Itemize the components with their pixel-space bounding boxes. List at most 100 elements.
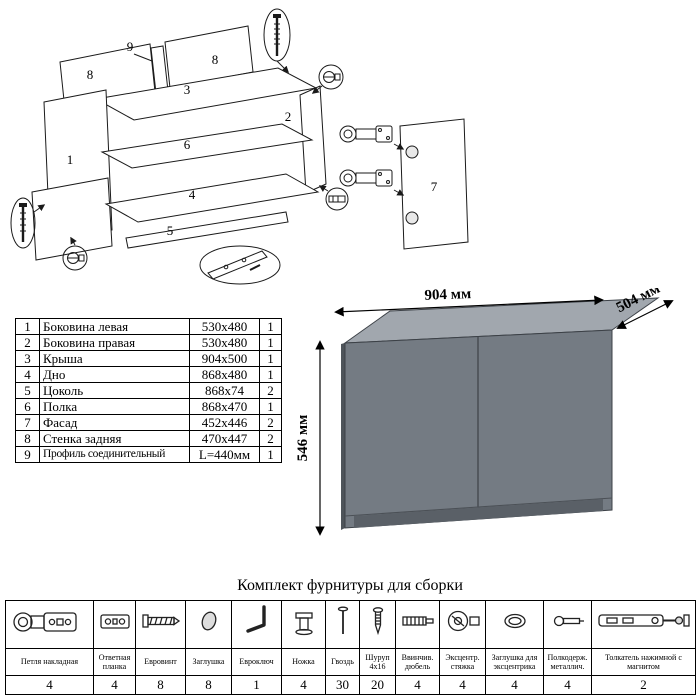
hardware-label: Полкодерж. металлич. xyxy=(543,648,592,676)
nail-icon xyxy=(337,606,348,634)
part-name-cell: Фасад xyxy=(39,414,190,431)
part-label-5: 5 xyxy=(167,223,174,238)
dowel-icon-cell xyxy=(395,600,440,649)
shelf-support-icon-cell xyxy=(543,600,592,649)
hardware-qty: 1 xyxy=(231,675,282,695)
shelf-support-icon xyxy=(553,615,584,627)
push-latch-icon xyxy=(597,614,690,627)
part-name-cell: Полка xyxy=(39,398,190,415)
part-number-cell: 7 xyxy=(15,414,40,431)
strike-plate-icon-cell xyxy=(93,600,136,649)
strike-plate-icon xyxy=(100,614,130,629)
callout-euro-screw-top xyxy=(263,8,291,73)
hex-key-icon-cell xyxy=(231,600,282,649)
part-number-cell: 2 xyxy=(15,334,40,351)
part-size-cell: 868x480 xyxy=(189,366,260,383)
parts-row: 4 Дно 868x480 1 xyxy=(15,366,282,383)
cam-lock-icon xyxy=(447,610,480,632)
cap-icon-cell xyxy=(185,600,232,649)
hardware-label: Гвоздь xyxy=(325,648,360,676)
hinge-detail-top xyxy=(339,125,405,150)
parts-row: 2 Боковина правая 530x480 1 xyxy=(15,334,282,351)
euro-screw-icon xyxy=(141,614,180,628)
hardware-label: Заглушка для эксцентрика xyxy=(485,648,544,676)
cap-icon xyxy=(201,611,216,631)
hinge-cup-hole-top xyxy=(405,145,419,159)
euro-screw-icon-cell xyxy=(135,600,186,649)
nail-icon-cell xyxy=(325,600,360,649)
part-number-cell: 1 xyxy=(15,318,40,335)
part-size-cell: 530x480 xyxy=(189,318,260,335)
part-size-cell: 452x446 xyxy=(189,414,260,431)
part-size-cell: 868x74 xyxy=(189,382,260,399)
depth-dimension-arrow xyxy=(616,300,674,329)
hardware-label: Ножка xyxy=(281,648,326,676)
part-label-3: 3 xyxy=(184,82,191,97)
dowel-icon xyxy=(401,616,434,626)
hardware-qty: 4 xyxy=(93,675,136,695)
cam-lock-icon-cell xyxy=(439,600,486,649)
part-label-8-right: 8 xyxy=(212,52,219,67)
part-number-cell: 6 xyxy=(15,398,40,415)
part-size-cell: L=440мм xyxy=(189,446,260,463)
part-label-6: 6 xyxy=(184,137,191,152)
part-name-cell: Дно xyxy=(39,366,190,383)
part-name-cell: Стенка задняя xyxy=(39,430,190,447)
part-size-cell: 904x500 xyxy=(189,350,260,367)
part-name-cell: Боковина правая xyxy=(39,334,190,351)
hardware-qty: 2 xyxy=(591,675,696,695)
leg-icon-cell xyxy=(281,600,326,649)
part-label-1: 1 xyxy=(67,152,74,167)
hardware-qty: 4 xyxy=(395,675,440,695)
parts-row: 9 Профиль соединительный L=440мм 1 xyxy=(15,446,282,463)
screw-icon-cell xyxy=(359,600,396,649)
part-qty-cell: 2 xyxy=(259,430,282,447)
cam-cap-icon-cell xyxy=(485,600,544,649)
callout-profile-detail xyxy=(199,245,281,285)
hinge-icon-cell xyxy=(5,600,94,649)
part-number-cell: 3 xyxy=(15,350,40,367)
hardware-table: Петля накладная Ответная планка Евровинт… xyxy=(5,600,696,695)
hex-key-icon xyxy=(245,605,266,633)
hardware-label: Ответная планка xyxy=(93,648,136,676)
hardware-label: Толкатель нажимной с магнитом xyxy=(591,648,696,676)
part-size-cell: 470x447 xyxy=(189,430,260,447)
part-5-plinth xyxy=(125,211,289,249)
push-latch-icon-cell xyxy=(591,600,696,649)
hardware-qty: 4 xyxy=(485,675,544,695)
screw-icon xyxy=(372,607,383,636)
part-name-cell: Крыша xyxy=(39,350,190,367)
part-qty-cell: 1 xyxy=(259,446,282,463)
part-qty-cell: 2 xyxy=(259,382,282,399)
hinge-detail-bottom xyxy=(339,169,405,196)
hardware-label: Шуруп 4x16 xyxy=(359,648,396,676)
parts-row: 8 Стенка задняя 470x447 2 xyxy=(15,430,282,447)
leader-line-part-9 xyxy=(133,53,153,62)
hardware-icons-row xyxy=(5,600,696,649)
part-qty-cell: 1 xyxy=(259,350,282,367)
part-number-cell: 9 xyxy=(15,446,40,463)
hardware-label: Евроключ xyxy=(231,648,282,676)
part-qty-cell: 1 xyxy=(259,366,282,383)
hardware-label: Заглушка xyxy=(185,648,232,676)
width-dimension-arrow xyxy=(334,295,604,317)
hardware-qty: 4 xyxy=(439,675,486,695)
part-number-cell: 5 xyxy=(15,382,40,399)
part-qty-cell: 1 xyxy=(259,334,282,351)
part-label-7: 7 xyxy=(431,179,438,194)
callout-dowel-right xyxy=(318,185,349,211)
callout-cam-lock-right xyxy=(311,64,344,94)
parts-row: 7 Фасад 452x446 2 xyxy=(15,414,282,431)
hardware-label: Ввинчив. дюбель xyxy=(395,648,440,676)
part-name-cell: Боковина левая xyxy=(39,318,190,335)
parts-row: 3 Крыша 904x500 1 xyxy=(15,350,282,367)
hardware-qty-row: 4 4 8 8 1 4 30 20 4 4 4 4 2 xyxy=(5,675,696,695)
hardware-qty: 4 xyxy=(281,675,326,695)
part-size-cell: 868x470 xyxy=(189,398,260,415)
part-label-9: 9 xyxy=(127,39,134,54)
hinge-icon xyxy=(12,612,77,632)
parts-row: 5 Цоколь 868x74 2 xyxy=(15,382,282,399)
parts-row: 1 Боковина левая 530x480 1 xyxy=(15,318,282,335)
part-name-cell: Цоколь xyxy=(39,382,190,399)
